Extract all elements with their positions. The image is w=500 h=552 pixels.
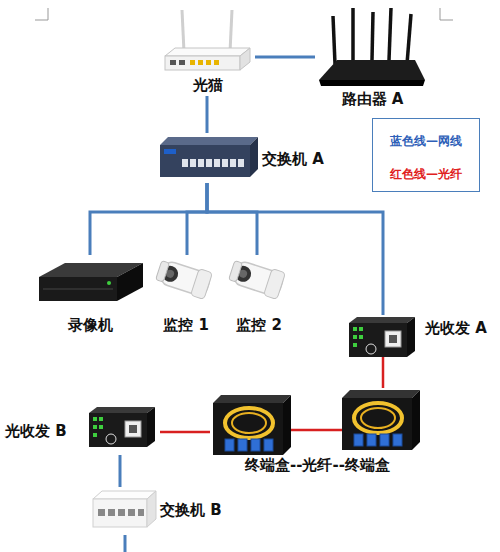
corner-mark bbox=[35, 8, 48, 20]
device-label: 交换机 A bbox=[262, 150, 332, 168]
device-node: 光收发 A bbox=[345, 315, 495, 355]
device-label: 终端盒--光纤--终端盒 bbox=[210, 456, 425, 474]
device-label: 路由器 A bbox=[315, 90, 430, 108]
camera-icon bbox=[155, 255, 217, 310]
device-node: 光猫 bbox=[160, 8, 255, 96]
device-node: 监控 1 bbox=[155, 255, 217, 335]
fiber-wire bbox=[290, 429, 345, 432]
device-node: 路由器 A bbox=[315, 8, 430, 110]
device-label: 交换机 B bbox=[160, 501, 240, 519]
device-node: 交换机 A bbox=[158, 133, 333, 183]
fiber-connector bbox=[382, 355, 385, 388]
network-connector bbox=[90, 183, 207, 255]
router-icon bbox=[315, 8, 430, 90]
legend-color-text: 蓝色线—网线 bbox=[373, 133, 479, 150]
network-connector bbox=[207, 183, 257, 255]
device-label: 监控 2 bbox=[228, 316, 290, 334]
device-node: 录像机 bbox=[35, 255, 145, 335]
device-node: 监控 2 bbox=[228, 255, 290, 335]
device-label: 光收发 A bbox=[425, 319, 495, 337]
camera-icon bbox=[228, 255, 290, 310]
device-label: 录像机 bbox=[35, 316, 145, 334]
recorder-icon bbox=[35, 255, 145, 313]
device-label: 光猫 bbox=[160, 76, 255, 94]
modem-icon bbox=[160, 8, 255, 76]
small-switch-icon bbox=[90, 487, 160, 535]
device-node: 终端盒--光纤--终端盒 bbox=[210, 388, 425, 476]
device-node: 交换机 B bbox=[90, 487, 240, 535]
switch-icon bbox=[158, 133, 260, 183]
legend-box: 蓝色线—网线红色线—光纤 bbox=[372, 118, 480, 192]
device-label: 监控 1 bbox=[155, 316, 217, 334]
network-connector bbox=[206, 96, 209, 133]
network-connector bbox=[255, 56, 315, 59]
terminal-box-icon bbox=[213, 395, 291, 455]
terminal-box-icon bbox=[342, 390, 420, 450]
fiber-connector bbox=[160, 431, 210, 434]
device-node: 光收发 B bbox=[5, 405, 160, 455]
network-connector bbox=[187, 183, 207, 255]
network-connector bbox=[207, 183, 383, 315]
legend-text: 红色线—光纤 bbox=[390, 167, 462, 181]
corner-mark bbox=[440, 8, 453, 20]
terminal-box-pair bbox=[210, 388, 425, 456]
legend-text: 蓝色线—网线 bbox=[390, 134, 462, 148]
device-label: 光收发 B bbox=[5, 422, 83, 440]
network-wire bbox=[124, 535, 127, 552]
legend-color-text: 红色线—光纤 bbox=[373, 166, 479, 183]
network-connector bbox=[119, 455, 122, 487]
